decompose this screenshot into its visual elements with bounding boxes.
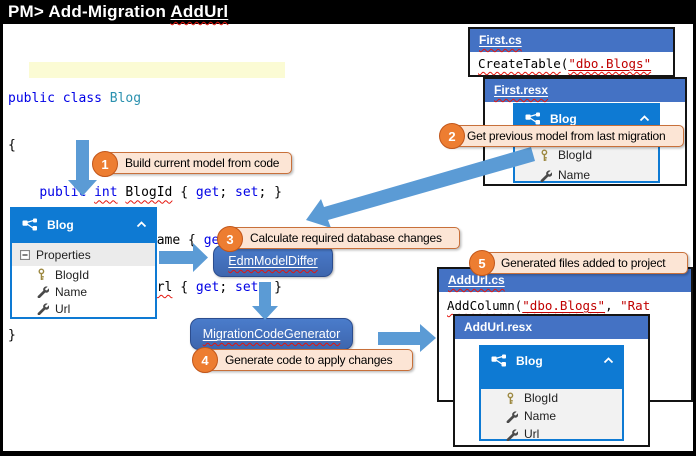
entity-row: Name	[12, 283, 155, 300]
console-command-title: PM> Add-Migration AddUrl	[0, 0, 696, 24]
step-text: Get previous model from last migration	[467, 129, 666, 143]
properties-section-label: Properties	[36, 247, 91, 262]
step-text: Generated files added to project	[501, 256, 666, 270]
entity-row: Url	[481, 425, 622, 443]
step-number-3: 3	[217, 226, 243, 252]
entity-row: BlogId	[481, 389, 622, 407]
command-argument: AddUrl	[170, 2, 229, 21]
wrench-icon	[37, 303, 49, 315]
frame-border-left	[0, 24, 3, 456]
wrench-icon	[540, 169, 552, 182]
step-number-1: 1	[92, 151, 118, 177]
window-title-bar: AddUrl.cs	[439, 269, 691, 292]
entity-header: Blog	[481, 347, 622, 389]
step-label-2: Get previous model from last migration	[443, 125, 684, 147]
entity-row-label: Name	[55, 284, 88, 299]
entity-row: Name	[481, 407, 622, 425]
process-box-label: EdmModelDiffer	[228, 254, 318, 268]
code-line: public int BlogId { get; set; }	[39, 185, 282, 201]
entity-row-label: Name	[558, 168, 591, 182]
arrow-generator-to-files	[378, 324, 436, 352]
step-text: Calculate required database changes	[250, 231, 442, 245]
step-number-4: 4	[192, 347, 218, 373]
chevron-up-icon	[639, 115, 650, 122]
step-number-2: 2	[439, 123, 465, 149]
entity-icon	[22, 218, 37, 231]
key-icon	[541, 149, 548, 161]
entity-name: Blog	[47, 218, 74, 232]
key-icon	[507, 392, 514, 404]
entity-row-label: BlogId	[55, 267, 90, 282]
command-prefix: PM> Add-Migration	[8, 2, 171, 21]
window-title-bar: First.resx	[485, 79, 685, 102]
step-label-1: Build current model from code	[97, 152, 292, 174]
step-text: Generate code to apply changes	[225, 353, 393, 367]
step-label-4: Generate code to apply changes	[197, 349, 413, 371]
key-icon	[38, 268, 45, 280]
entity-row-label: Url	[55, 301, 71, 316]
entity-row-label: Name	[524, 409, 557, 423]
migration-code: CreateTable("dbo.Blogs"	[478, 56, 652, 71]
code-line: {	[8, 137, 16, 153]
entity-header: Blog	[12, 209, 155, 243]
entity-icon	[525, 112, 540, 125]
step-text: Build current model from code	[125, 156, 280, 170]
wrench-icon	[506, 428, 518, 441]
entity-icon	[491, 354, 506, 367]
code-line: }	[8, 327, 16, 343]
collapse-minus-icon	[20, 249, 30, 260]
entity-name: Blog	[550, 112, 577, 126]
window-title-bar: First.cs	[470, 29, 673, 52]
entity-row: BlogId	[515, 145, 658, 165]
frame-border-bottom	[0, 451, 696, 456]
properties-section-row: Properties	[12, 243, 155, 266]
process-box-label: MigrationCodeGenerator	[202, 327, 341, 341]
highlighted-line-background	[29, 62, 285, 78]
entity-row: BlogId	[12, 266, 155, 283]
entity-name: Blog	[516, 354, 543, 368]
step-label-5: Generated files added to project	[473, 252, 688, 274]
code-line: public class Blog	[8, 90, 142, 106]
step-number-5: 5	[469, 250, 495, 276]
entity-row: Url	[12, 300, 155, 317]
entity-row-label: BlogId	[524, 391, 559, 405]
entity-row-label: BlogId	[558, 148, 593, 162]
step-label-3: Calculate required database changes	[222, 227, 460, 249]
window-title-bar: AddUrl.resx	[455, 316, 648, 339]
window-title: First.cs	[479, 33, 522, 47]
window-title: AddUrl.cs	[448, 273, 505, 287]
entity-row: Name	[515, 165, 658, 185]
entity-table-addurl-resx: Blog BlogId Name Url	[479, 345, 624, 441]
window-title: First.resx	[494, 83, 549, 97]
entity-box-current-model: Blog Properties BlogId Name Url	[10, 207, 157, 319]
frame-border-right	[693, 24, 696, 456]
chevron-up-icon	[603, 357, 614, 364]
process-box-migrationcodegenerator: MigrationCodeGenerator	[190, 318, 353, 350]
window-title: AddUrl.resx	[464, 320, 533, 334]
chevron-up-icon	[136, 221, 147, 228]
wrench-icon	[37, 286, 49, 298]
wrench-icon	[506, 410, 518, 423]
entity-row-label: Url	[524, 427, 540, 441]
window-first-cs: First.cs CreateTable("dbo.Blogs"	[468, 27, 675, 77]
migration-code: AddColumn("dbo.Blogs", "Rat	[447, 298, 651, 313]
